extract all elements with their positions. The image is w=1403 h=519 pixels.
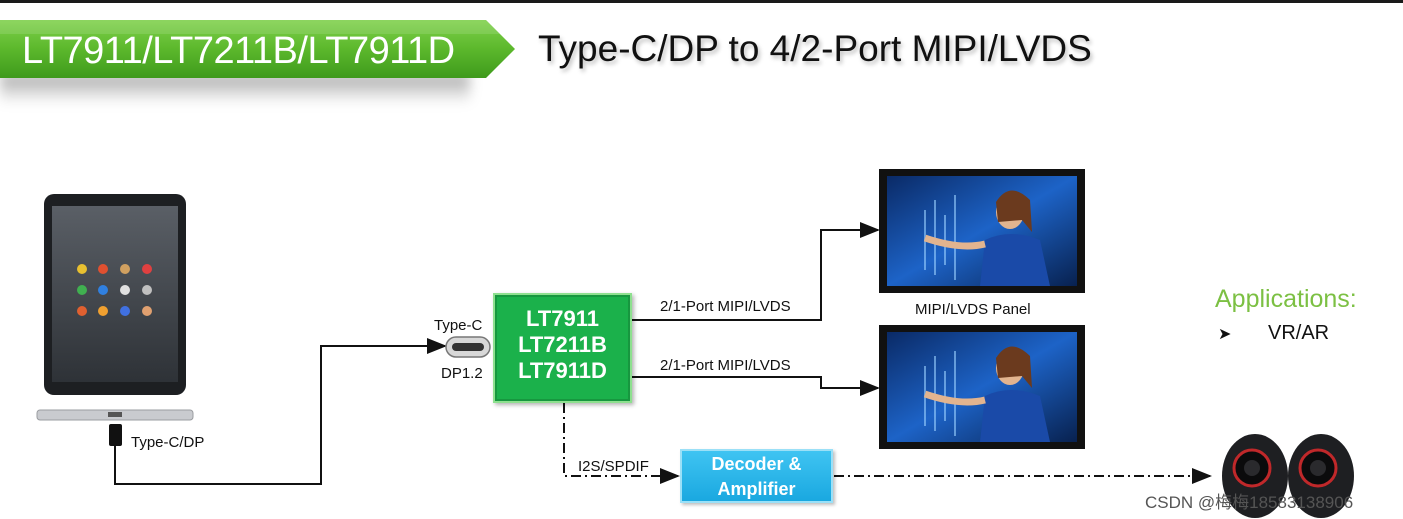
chip-line-3: LT7911D: [518, 358, 607, 383]
type-c-port-icon: [445, 336, 491, 358]
panel-label: MIPI/LVDS Panel: [915, 301, 1031, 318]
output-bottom-label: 2/1-Port MIPI/LVDS: [660, 357, 791, 374]
applications-item-label: VR/AR: [1268, 322, 1330, 344]
type-c-plug: [109, 424, 122, 446]
speakers-image: [1222, 434, 1354, 518]
page-title: Type-C/DP to 4/2-Port MIPI/LVDS: [538, 28, 1092, 69]
audio-link-label: I2S/SPDIF: [578, 458, 649, 475]
monitor-bottom-image: [879, 325, 1085, 449]
decoder-line-1: Decoder &: [711, 454, 802, 474]
monitor-top-image: [879, 169, 1085, 293]
input-port-top-label: Type-C: [434, 317, 483, 334]
watermark: CSDN @梅梅18583138906: [1145, 493, 1354, 512]
decoder-line-2: Amplifier: [717, 479, 796, 499]
chip-block: LT7911 LT7211B LT7911D: [493, 293, 632, 403]
applications-title: Applications:: [1215, 285, 1357, 313]
applications-item: ➤ VR/AR: [1218, 322, 1329, 345]
decoder-amplifier-block: Decoder & Amplifier: [680, 449, 833, 503]
chip-line-2: LT7211B: [518, 332, 607, 357]
arrow-bullet-icon: ➤: [1218, 326, 1232, 343]
input-port-bottom-label: DP1.2: [441, 365, 483, 382]
banner-shadow: [0, 74, 470, 104]
tablet-image: [36, 194, 194, 421]
output-top-label: 2/1-Port MIPI/LVDS: [660, 298, 791, 315]
source-cable-label: Type-C/DP: [131, 434, 205, 451]
top-border: [0, 0, 1403, 3]
banner-arrow-shape: [0, 20, 515, 78]
chip-line-1: LT7911: [526, 306, 599, 331]
banner-part-numbers: LT7911/LT7211B/LT7911D: [22, 30, 455, 72]
app-icons: [77, 264, 152, 316]
